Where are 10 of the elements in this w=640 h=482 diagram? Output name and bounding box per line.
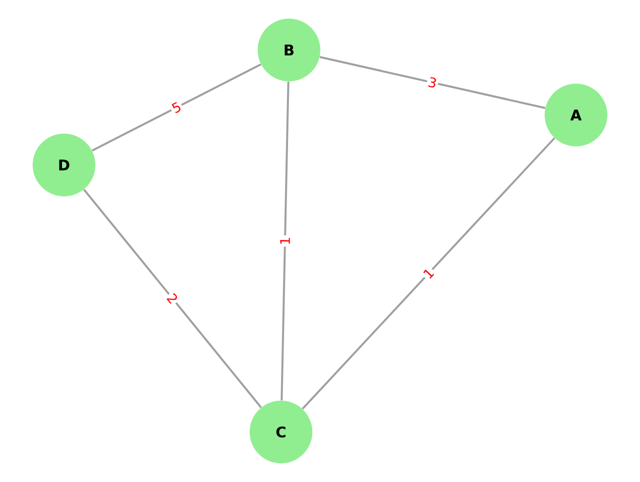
edge-label: 2: [164, 290, 181, 307]
edge-line: [92, 63, 262, 152]
edge-line: [83, 188, 262, 408]
edge-line: [302, 137, 556, 410]
edge-label: 1: [420, 265, 437, 282]
edge-label: 5: [168, 99, 184, 116]
edge-line: [320, 56, 546, 109]
edge-label: 1: [278, 235, 292, 247]
edge-line: [280, 82, 290, 400]
edge-label: 3: [426, 75, 440, 90]
